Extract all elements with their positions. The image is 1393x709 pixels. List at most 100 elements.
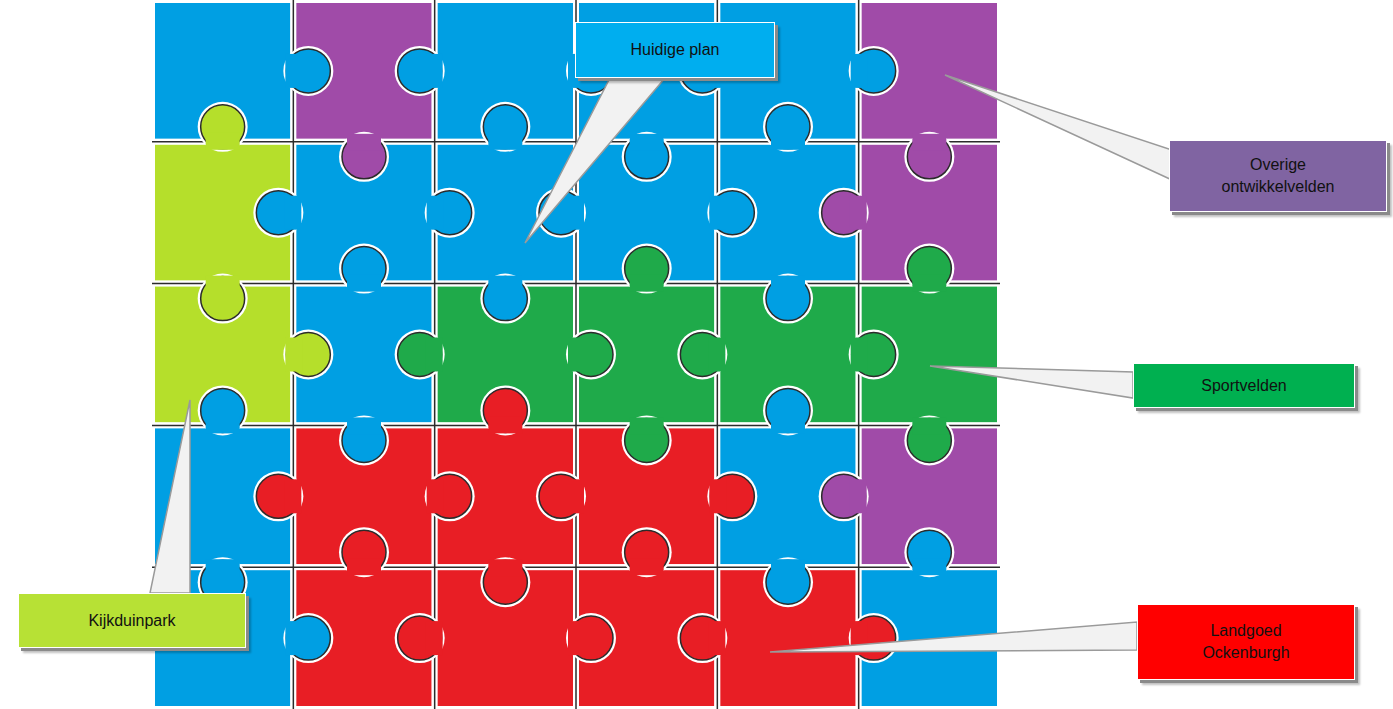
piece-neck — [206, 276, 240, 293]
piece-neck — [567, 479, 584, 513]
piece-knob — [398, 333, 442, 377]
piece-knob-edge — [849, 46, 899, 96]
piece-neck — [630, 558, 664, 575]
piece-knob — [342, 530, 386, 574]
piece-knob — [483, 388, 527, 432]
piece-knob-edge — [677, 613, 727, 663]
piece-neck — [912, 417, 946, 434]
piece-knob-edge — [819, 471, 869, 521]
piece-neck — [426, 338, 443, 372]
piece-knob-edge — [283, 330, 333, 380]
piece-knob-edge — [566, 613, 616, 663]
piece-knob-edge — [425, 188, 475, 238]
piece-knob — [201, 277, 245, 321]
piece-knob-edge — [425, 471, 475, 521]
piece-neck — [285, 338, 302, 372]
callout-label: Huidige plan — [631, 39, 720, 61]
piece-seam — [152, 425, 1000, 427]
piece-neck — [488, 416, 522, 433]
piece-knob-edge — [253, 188, 303, 238]
callout-pointer — [945, 75, 1172, 180]
piece-knob — [428, 474, 472, 518]
piece-neck — [912, 134, 946, 151]
callout-label: Overige ontwikkelvelden — [1203, 154, 1353, 197]
piece-knob-edge — [566, 330, 616, 380]
piece-neck — [708, 338, 725, 372]
piece-neck — [709, 479, 726, 513]
piece-knob-edge — [622, 527, 672, 577]
callout-box: Kijkduinpark — [18, 593, 246, 648]
piece-neck — [630, 134, 664, 151]
callout-box: Sportvelden — [1133, 363, 1355, 408]
piece-knob-edge — [283, 613, 333, 663]
piece-knob — [710, 191, 754, 235]
piece-knob — [680, 616, 724, 660]
piece-knob — [907, 247, 951, 291]
piece-knob-edge — [763, 557, 813, 607]
piece-knob — [342, 135, 386, 179]
piece-knob — [201, 105, 245, 149]
piece-neck — [568, 338, 585, 372]
piece-knob — [822, 474, 866, 518]
callout-label: Landgoed Ockenburgh — [1189, 620, 1304, 663]
piece-neck — [347, 275, 381, 292]
piece-knob-edge — [395, 330, 445, 380]
piece-neck — [427, 196, 444, 230]
piece-neck — [771, 276, 805, 293]
callout-label: Sportvelden — [1201, 375, 1286, 397]
piece-knob — [342, 247, 386, 291]
piece-knob — [680, 333, 724, 377]
piece-knob — [569, 616, 613, 660]
piece-knob-edge — [904, 527, 954, 577]
piece-neck — [206, 416, 240, 433]
piece-neck — [568, 621, 585, 655]
piece-neck — [630, 417, 664, 434]
piece-knob-edge — [819, 188, 869, 238]
piece-knob — [483, 105, 527, 149]
piece-neck — [284, 196, 301, 230]
piece-knob — [766, 560, 810, 604]
piece-neck — [850, 196, 867, 230]
callout-pointer — [770, 622, 1137, 652]
piece-neck — [488, 559, 522, 576]
piece-knob-edge — [480, 102, 530, 152]
piece-neck — [426, 54, 443, 88]
piece-knob — [907, 530, 951, 574]
piece-neck — [347, 417, 381, 434]
piece-knob — [625, 247, 669, 291]
callout-box: Huidige plan — [575, 22, 775, 78]
callout-label: Kijkduinpark — [88, 610, 175, 632]
piece-knob-edge — [198, 102, 248, 152]
callout-box: Overige ontwikkelvelden — [1169, 140, 1387, 212]
piece-knob — [256, 191, 300, 235]
piece-knob-edge — [763, 385, 813, 435]
piece-knob — [286, 333, 330, 377]
piece-neck — [708, 621, 725, 655]
piece-knob — [428, 191, 472, 235]
puzzle-pieces — [152, 0, 1000, 709]
piece-neck — [284, 479, 301, 513]
piece-knob-edge — [677, 330, 727, 380]
piece-neck — [488, 276, 522, 293]
piece-neck — [427, 479, 444, 513]
piece-knob — [907, 135, 951, 179]
callout-pointer — [930, 366, 1133, 398]
piece-knob — [342, 418, 386, 462]
piece-neck — [912, 275, 946, 292]
piece-knob-edge — [253, 471, 303, 521]
piece-knob — [766, 388, 810, 432]
piece-knob-edge — [904, 132, 954, 182]
piece-neck — [206, 559, 240, 576]
piece-neck — [709, 196, 726, 230]
piece-knob-edge — [707, 471, 757, 521]
piece-seam — [152, 141, 1000, 143]
piece-knob-edge — [395, 46, 445, 96]
piece-knob — [483, 277, 527, 321]
piece-knob — [286, 49, 330, 93]
piece-knob — [483, 560, 527, 604]
piece-knob-edge — [339, 415, 389, 465]
piece-neck — [567, 196, 584, 230]
piece-knob — [625, 530, 669, 574]
piece-knob-edge — [198, 274, 248, 324]
piece-neck — [488, 133, 522, 150]
